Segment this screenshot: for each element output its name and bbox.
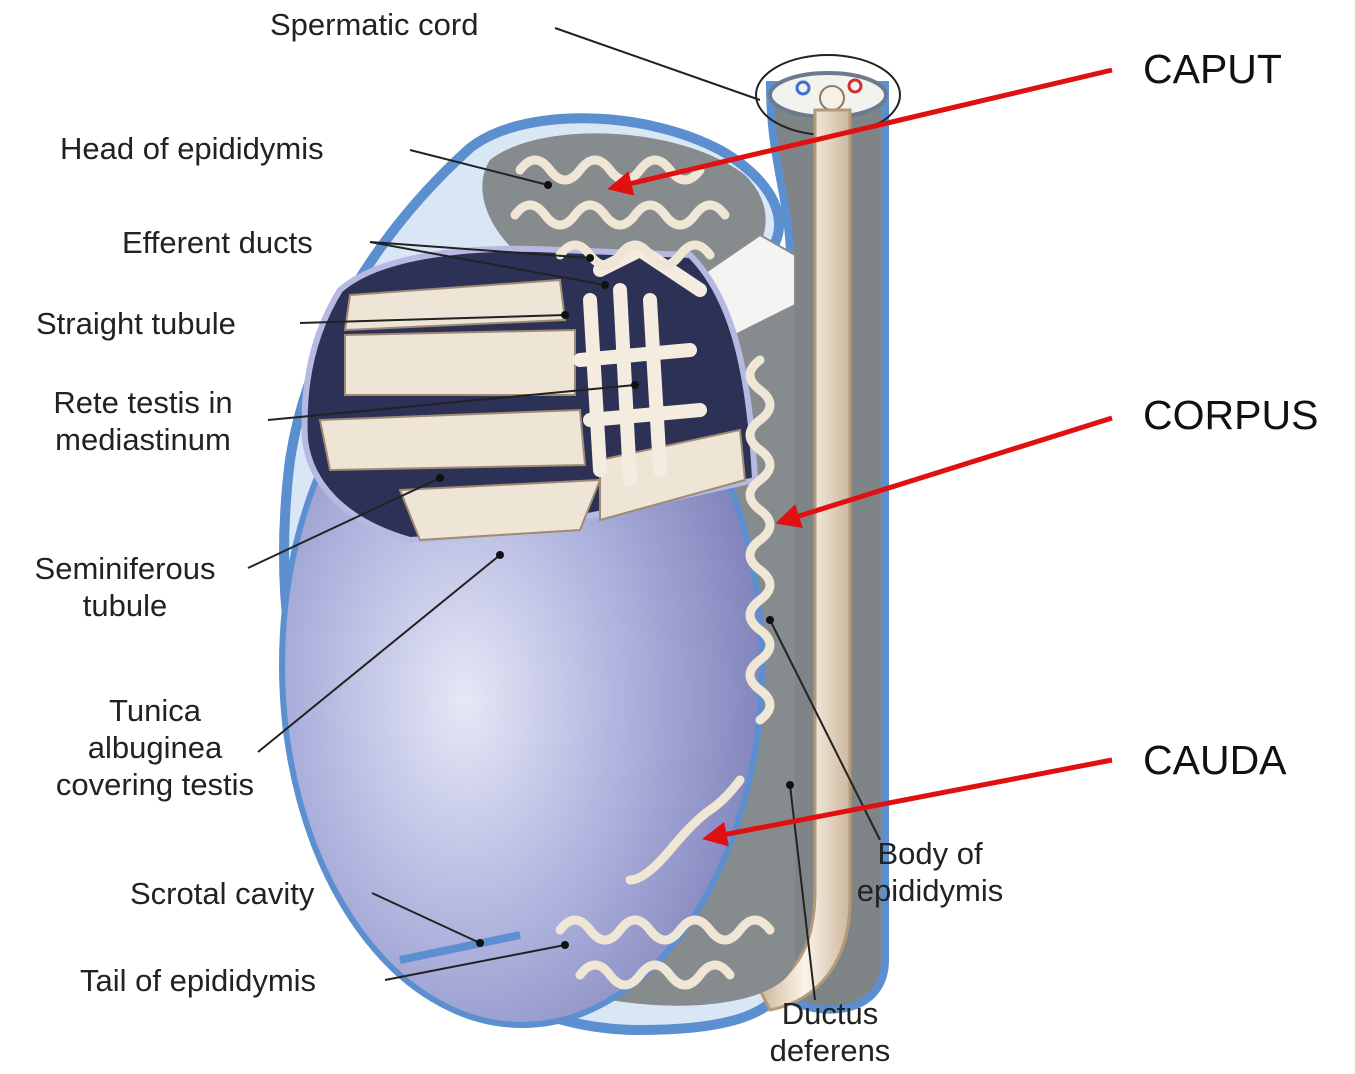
label-rete-testis: Rete testis in mediastinum xyxy=(28,384,258,458)
label-ductus-line2: deferens xyxy=(740,1032,920,1069)
label-head-of-epididymis: Head of epididymis xyxy=(60,130,324,167)
label-seminiferous-line1: Seminiferous xyxy=(5,550,245,587)
label-ductus-line1: Ductus xyxy=(740,995,920,1032)
label-body-line1: Body of xyxy=(820,835,1040,872)
label-efferent-ducts: Efferent ducts xyxy=(122,224,313,261)
label-body-of-epididymis: Body of epididymis xyxy=(820,835,1040,909)
label-tunica-line1: Tunica xyxy=(25,692,285,729)
label-scrotal-cavity: Scrotal cavity xyxy=(130,875,314,912)
label-rete-testis-line1: Rete testis in xyxy=(28,384,258,421)
region-caput: CAPUT xyxy=(1143,46,1282,92)
label-seminiferous-tubule: Seminiferous tubule xyxy=(5,550,245,624)
label-rete-testis-line2: mediastinum xyxy=(28,421,258,458)
region-corpus: CORPUS xyxy=(1143,392,1318,438)
label-tunica-line3: covering testis xyxy=(25,766,285,803)
label-tunica-line2: albuginea xyxy=(25,729,285,766)
label-body-line2: epididymis xyxy=(820,872,1040,909)
label-straight-tubule: Straight tubule xyxy=(36,305,236,342)
label-spermatic-cord: Spermatic cord xyxy=(270,6,478,43)
label-tail-of-epididymis: Tail of epididymis xyxy=(80,962,316,999)
label-tunica-albuginea: Tunica albuginea covering testis xyxy=(25,692,285,803)
label-seminiferous-line2: tubule xyxy=(5,587,245,624)
label-ductus-deferens: Ductus deferens xyxy=(740,995,920,1069)
region-cauda: CAUDA xyxy=(1143,737,1287,783)
